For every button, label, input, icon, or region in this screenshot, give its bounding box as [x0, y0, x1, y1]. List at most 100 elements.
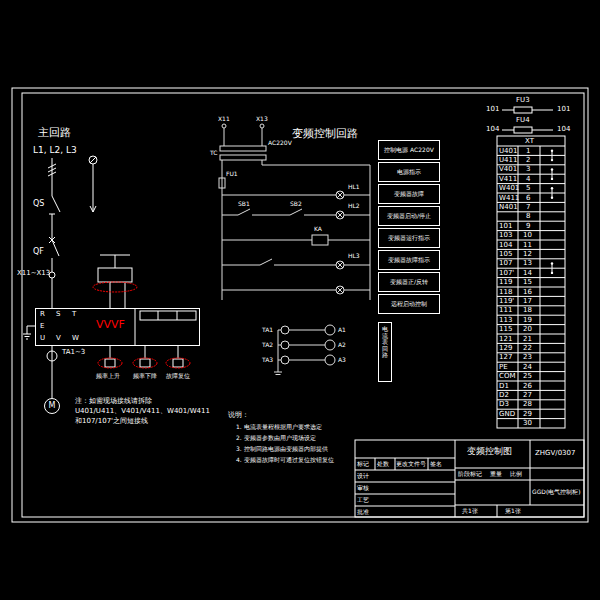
terminal-table: [552, 188, 553, 197]
control-ladder: [252, 215, 290, 216]
jumper-dot: [551, 187, 553, 189]
control-ladder: [337, 287, 343, 293]
terminal-table: [497, 381, 565, 382]
drawing-label: 101: [486, 106, 499, 113]
drawing-label: D3: [499, 401, 509, 408]
drawing-label: FU1: [226, 171, 238, 177]
terminal-table: [497, 390, 565, 391]
control-ladder: [224, 128, 225, 146]
title-block: [428, 458, 429, 470]
terminal-table: [497, 277, 565, 278]
main-circuit-wire: [27, 326, 28, 334]
title-block: [355, 440, 584, 517]
drawing-label: 工艺: [357, 497, 369, 503]
terminal-table: [497, 230, 565, 231]
main-circuit-wire: [90, 157, 96, 163]
drawing-label: QF: [33, 248, 44, 256]
drawing-label: 105: [499, 251, 512, 258]
drawing-label: 6: [526, 195, 530, 202]
drawing-label: 审核: [357, 485, 369, 491]
drawing-label: ZHGV/0307: [535, 450, 575, 457]
drawing-label: 15: [523, 279, 532, 286]
drawing-label: 3: [526, 166, 530, 173]
title-block: [375, 458, 376, 470]
drawing-label: 20: [523, 326, 532, 333]
drawing-label: FU3: [516, 97, 530, 104]
drawing-label: TA1: [262, 327, 273, 333]
terminal-table: [497, 146, 565, 147]
control-ladder: [219, 178, 225, 188]
function-box: 变频器运行指示: [378, 228, 440, 248]
drawing-label: A2: [338, 342, 346, 348]
drawing-label: 16: [523, 289, 532, 296]
drawing-label: A1: [338, 327, 346, 333]
drawing-label: W401: [499, 185, 519, 192]
title-block: [355, 482, 455, 483]
drawing-label: 频率下降: [133, 373, 157, 379]
diagram-title: 变频控制回路: [292, 128, 358, 139]
main-circuit-wire: [48, 172, 56, 176]
terminal-table: [497, 174, 565, 175]
drawing-label: 主回路: [38, 127, 71, 138]
drawing-label: 18: [523, 307, 532, 314]
ammeter-circuit: [325, 325, 335, 335]
function-label: 变频器启动/停止: [381, 212, 437, 219]
title-block: [355, 470, 455, 471]
control-ladder: [336, 286, 344, 294]
drawing-label: L1, L2, L3: [33, 146, 77, 155]
terminal-table: [497, 107, 565, 428]
drawing-label: HL2: [348, 203, 360, 209]
ammeter-circuit: [289, 345, 325, 346]
control-ladder: [337, 262, 343, 268]
control-ladder: [337, 212, 343, 218]
terminal-table: [497, 202, 565, 203]
function-label: 电源指示: [381, 168, 437, 175]
terminal-table: [514, 127, 532, 133]
drawing-label: 13: [523, 260, 532, 267]
signal-highlight: [166, 358, 190, 368]
drawing-label: 22: [523, 345, 532, 352]
drawing-label: SB2: [290, 201, 302, 207]
drawing-label: U401/U411、V401/V411、W401/W411: [75, 408, 210, 415]
drawing-label: TC: [210, 150, 218, 156]
control-ladder: [222, 290, 336, 291]
drawing-label: 阶段标记: [458, 471, 482, 477]
jumper-dot: [551, 272, 553, 274]
control-ladder: [328, 240, 370, 241]
drawing-label: HL3: [348, 253, 360, 259]
jumper-dot: [551, 262, 553, 264]
title-block: [530, 440, 531, 505]
terminal-table: [497, 221, 565, 222]
drawing-label: 1: [526, 148, 530, 155]
drawing-label: 注：如需现场接线请拆除: [75, 398, 152, 405]
drawing-label: 29: [523, 411, 532, 418]
drawing-label: U411: [499, 157, 517, 164]
control-ladder: [304, 215, 336, 216]
drawing-label: 签名: [430, 461, 442, 467]
main-circuit-wire: [48, 164, 56, 168]
power-wire: [52, 346, 53, 398]
drawing-label: 104: [499, 242, 512, 249]
control-ladder: [312, 235, 328, 245]
drawing-label: 119': [499, 298, 514, 305]
drawing-label: 2: [526, 157, 530, 164]
drawing-label: X11: [218, 116, 230, 122]
vertical-label: 电流表回路: [382, 326, 388, 359]
drawing-label: V401: [499, 166, 517, 173]
main-circuit-wire: [173, 359, 183, 367]
drawing-label: 批准: [357, 509, 369, 515]
terminal-mark: T: [72, 311, 76, 318]
drawing-label: 4. 变频器故障时可通过复位按钮复位: [236, 457, 334, 463]
function-label: 控制电源 AC220V: [381, 146, 437, 153]
control-ladder: [337, 212, 343, 218]
drawing-label: 故障复位: [166, 373, 190, 379]
title-block: [355, 494, 455, 495]
title-block: [395, 458, 396, 470]
drawing-label: AC220V: [268, 140, 292, 146]
drawing-label: PE: [499, 364, 508, 371]
title-block: [455, 505, 584, 506]
drawing-label: 处数: [377, 461, 389, 467]
control-ladder: [344, 265, 370, 266]
drawing-label: 111: [499, 307, 512, 314]
main-circuit-wire: [52, 158, 53, 196]
